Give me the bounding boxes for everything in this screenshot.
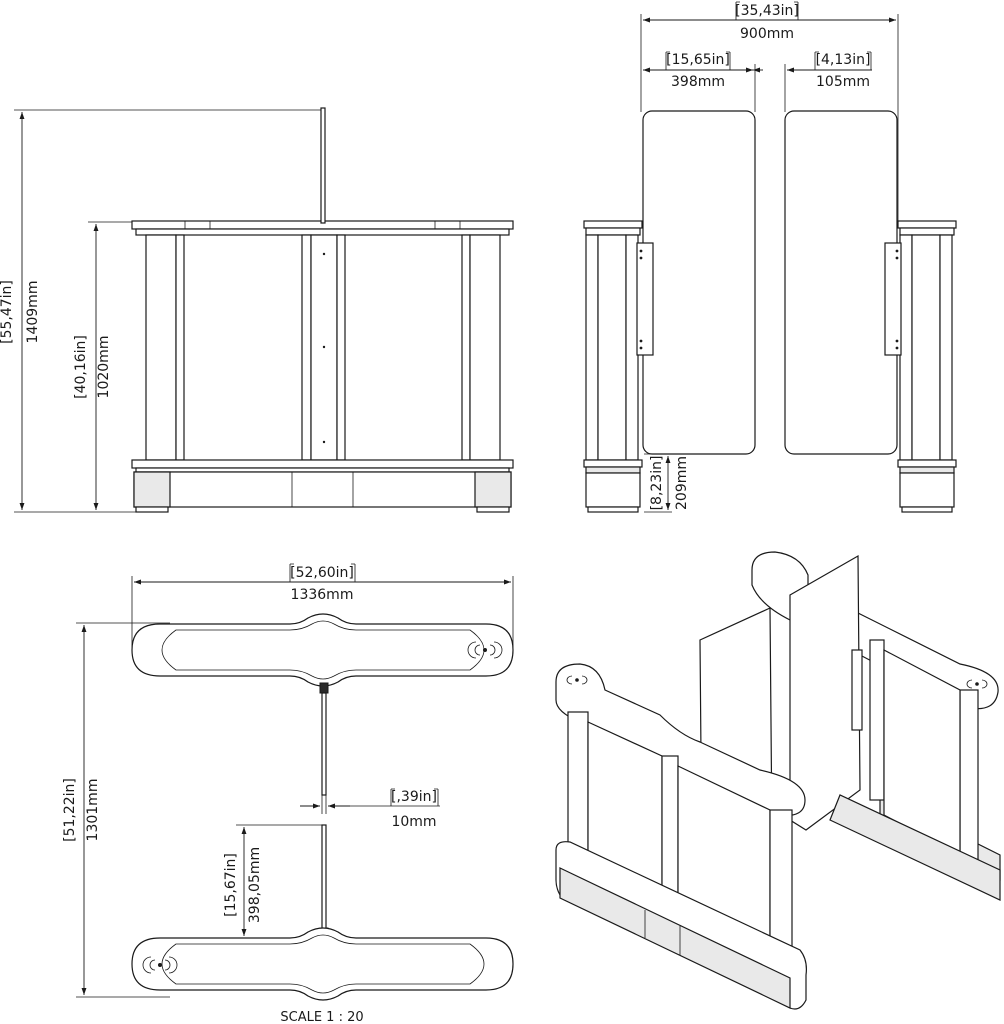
- rfid-icon: [142, 956, 178, 974]
- front-body-height-mm: 1020mm: [96, 336, 112, 399]
- ground-gap-mm: 209mm: [674, 456, 690, 510]
- rfid-icon: [467, 641, 503, 659]
- ground-gap-in: [8,23in]: [649, 456, 665, 511]
- rfid-icon: [566, 675, 588, 685]
- side-width-in: [35,43in]: [735, 3, 799, 19]
- side-view: [583, 14, 957, 513]
- top-view: [76, 576, 514, 1001]
- top-depth-in: [51,22in]: [62, 778, 78, 842]
- panel-len-mm: 398,05mm: [247, 847, 263, 923]
- left-panel-in: [15,65in]: [666, 52, 730, 68]
- top-depth-mm: 1301mm: [85, 779, 101, 842]
- right-panel-mm: 105mm: [816, 74, 870, 90]
- front-height-in: [55,47in]: [0, 280, 15, 344]
- front-view: [14, 107, 514, 513]
- front-body-height-in: [40,16in]: [73, 335, 89, 399]
- scale-label: SCALE 1 : 20: [280, 1010, 363, 1024]
- top-width-in: [52,60in]: [290, 565, 354, 581]
- dimension-labels: [55,47in] 1409mm [40,16in] 1020mm [35,43…: [0, 3, 870, 1024]
- rfid-icon: [966, 679, 988, 689]
- front-height-mm: 1409mm: [25, 281, 41, 344]
- right-panel-in: [4,13in]: [816, 52, 871, 68]
- gap-mm: 10mm: [391, 814, 436, 830]
- panel-len-in: [15,67in]: [223, 853, 239, 917]
- left-panel-mm: 398mm: [671, 74, 725, 90]
- top-width-mm: 1336mm: [291, 587, 354, 603]
- inch-brackets: [289, 1, 872, 806]
- side-width-mm: 900mm: [740, 26, 794, 42]
- gap-in: [,39in]: [391, 789, 437, 805]
- isometric-view: [555, 551, 1001, 1010]
